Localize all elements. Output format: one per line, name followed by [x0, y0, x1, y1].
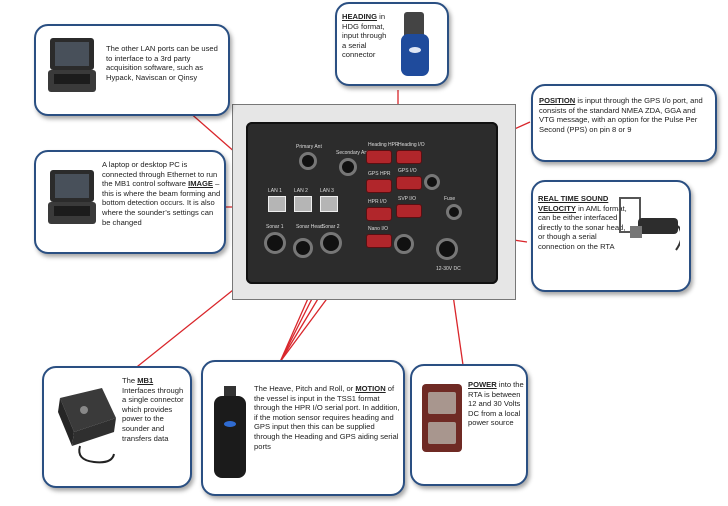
fuse-holder	[446, 204, 462, 220]
sonar2-connector	[320, 232, 342, 254]
motion-title: MOTION	[355, 384, 386, 393]
power-description: into the RTA is between 12 and 30 Volts …	[468, 380, 524, 428]
position-callout	[531, 84, 717, 162]
power-connector	[436, 238, 458, 260]
label-gps-io: GPS I/O	[398, 168, 417, 174]
rta-connector-plate	[246, 122, 498, 284]
label-sonar1: Sonar 1	[266, 224, 284, 230]
label-sonar-head: Sonar Head	[296, 224, 323, 230]
mb1-pre: The	[122, 376, 138, 385]
motion-description: of the vessel is input in the TSS1 forma…	[254, 384, 400, 451]
gps-io-serial-port	[396, 176, 422, 190]
heading-description: in HDG format, input through a serial co…	[342, 12, 387, 60]
label-fuse: Fuse	[444, 196, 456, 202]
label-nano-io: Nano I/O	[368, 226, 389, 232]
mb1-title: MB1	[137, 376, 154, 385]
label-heading-io: Heading I/O	[398, 142, 425, 148]
nano-io-serial-port	[366, 234, 392, 248]
motion-pre: The Heave, Pitch and Roll, or	[254, 384, 356, 393]
position-callout-text: POSITION is input through the GPS I/o po…	[539, 96, 711, 134]
position-description: is input through the GPS I/o port, and c…	[539, 96, 703, 134]
lan3-port	[320, 196, 338, 212]
heading-io-serial-port	[396, 150, 422, 164]
laptop-description-end: – this is where the beam forming and bot…	[102, 179, 221, 227]
label-heading-hpr: Heading HPR	[368, 142, 399, 148]
label-hpr-io: HPR I/O	[368, 199, 387, 205]
label-sonar2: Sonar 2	[322, 224, 340, 230]
power-title: POWER	[468, 380, 497, 389]
motion-callout-text: The Heave, Pitch and Roll, or MOTION of …	[254, 384, 400, 451]
sound-velocity-callout-text: REAL TIME SOUND VELOCITY in AML format, …	[538, 194, 628, 252]
laptop-callout-text: A laptop or desktop PC is connected thro…	[102, 160, 222, 227]
lan2-port	[294, 196, 312, 212]
mb1-description: Interfaces through a single connector wh…	[122, 385, 184, 443]
label-secondary-ant: Secondary Ant.	[336, 150, 370, 156]
lan-ports-text: The other LAN ports can be used to inter…	[106, 44, 218, 82]
laptop-image	[48, 170, 96, 224]
sonar-head-connector	[293, 238, 313, 258]
power-callout-text: POWER into the RTA is between 12 and 30 …	[468, 380, 524, 428]
heading-callout	[335, 2, 449, 86]
pps-connector	[424, 174, 440, 190]
heading-hpr-serial-port	[366, 150, 392, 164]
sound-velocity-probe-image	[619, 197, 680, 251]
image-software-title: IMAGE	[188, 179, 214, 189]
label-primary-ant: Primary Ant	[296, 144, 322, 150]
laptop-description: A laptop or desktop PC is connected thro…	[102, 160, 218, 189]
label-lan2: LAN 2	[294, 188, 308, 194]
sonar1-connector	[264, 232, 286, 254]
aux-connector	[394, 234, 414, 254]
rugged-laptop-image	[48, 38, 96, 92]
motion-sensor-image	[214, 386, 246, 478]
gps-hpr-serial-port	[366, 179, 392, 193]
svp-io-serial-port	[396, 204, 422, 218]
heading-title: HEADING	[342, 12, 378, 21]
laptop-callout	[34, 150, 226, 254]
mb1-callout-text: The MB1 Interfaces through a single conn…	[122, 376, 188, 443]
position-title: POSITION	[539, 96, 576, 105]
mb1-sonar-image	[58, 388, 116, 464]
sound-velocity-description: in AML format, can be either interfaced …	[538, 203, 627, 251]
label-lan3: LAN 3	[320, 188, 334, 194]
hpr-io-serial-port	[366, 207, 392, 221]
heading-sensor-image	[401, 12, 429, 76]
lan1-port	[268, 196, 286, 212]
sound-velocity-callout	[531, 180, 691, 292]
label-power-input: 12-30V DC	[436, 266, 461, 272]
power-supply-image	[422, 384, 462, 452]
sound-velocity-title: REAL TIME SOUND VELOCITY	[538, 194, 609, 213]
label-lan1: LAN 1	[268, 188, 282, 194]
heading-callout-text: HEADING in HDG format, input through a s…	[342, 12, 392, 60]
primary-antenna-connector	[299, 152, 317, 170]
label-svp-io: SVP I/O	[398, 196, 416, 202]
secondary-antenna-connector	[339, 158, 357, 176]
label-gps-hpr: GPS HPR	[368, 171, 391, 177]
